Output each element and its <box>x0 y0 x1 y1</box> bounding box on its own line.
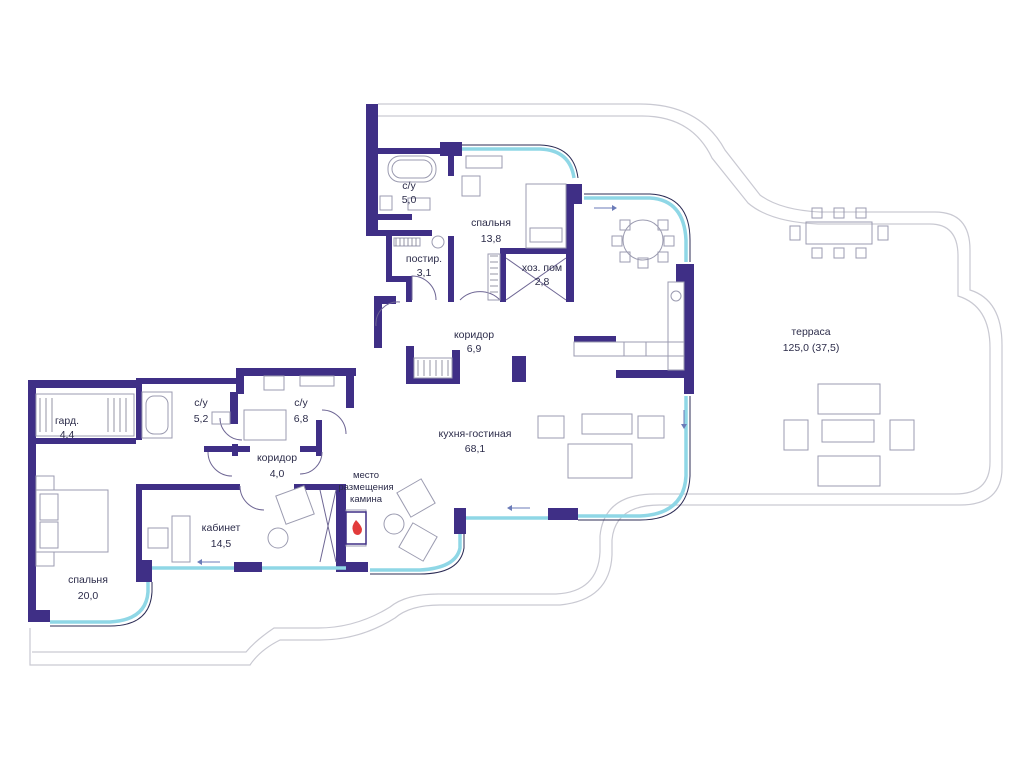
entrance-arrows <box>197 205 687 565</box>
room-labels: с/у 5,0 спальня 13,8 постир. 3,1 хоз. по… <box>55 180 839 602</box>
doors <box>207 275 501 511</box>
bedroom1-area: 13,8 <box>481 233 502 245</box>
fireplace-note-2: размещения <box>338 482 393 493</box>
corridor1-name: коридор <box>454 329 494 341</box>
terrace-name: терраса <box>791 326 830 338</box>
laundry-area: 3,1 <box>417 267 432 279</box>
corridor2-area: 4,0 <box>270 468 285 480</box>
wardrobe-area: 4,4 <box>60 429 75 441</box>
fireplace-note-3: камина <box>350 494 383 505</box>
windows <box>50 144 691 627</box>
bath3-area: 6,8 <box>294 413 309 425</box>
bath3-name: с/у <box>294 397 308 409</box>
utility-name: хоз. пом <box>522 262 562 274</box>
terrace-area: 125,0 (37,5) <box>783 342 840 354</box>
bedroom2-area: 20,0 <box>78 590 99 602</box>
bath2-area: 5,2 <box>194 413 209 425</box>
bath1-area: 5,0 <box>402 194 417 206</box>
terrace-outline <box>29 103 1003 666</box>
bedroom1-name: спальня <box>471 217 511 229</box>
bath1-name: с/у <box>402 180 416 192</box>
furniture <box>35 155 915 567</box>
utility-area: 2,8 <box>535 276 550 288</box>
laundry-name: постир. <box>406 253 442 265</box>
bath2-name: с/у <box>194 397 208 409</box>
wardrobe-name: гард. <box>55 415 79 427</box>
living-name: кухня-гостиная <box>439 428 512 440</box>
bedroom2-name: спальня <box>68 574 108 586</box>
living-area: 68,1 <box>465 443 486 455</box>
study-name: кабинет <box>202 522 241 534</box>
fireplace-note-1: место <box>353 470 379 481</box>
terrace-inner-outline <box>32 115 991 653</box>
flame-icon <box>352 520 362 535</box>
study-area: 14,5 <box>211 538 232 550</box>
walls <box>28 104 694 622</box>
corridor2-name: коридор <box>257 452 297 464</box>
wardrobe-hatching <box>39 238 498 432</box>
corridor1-area: 6,9 <box>467 343 482 355</box>
